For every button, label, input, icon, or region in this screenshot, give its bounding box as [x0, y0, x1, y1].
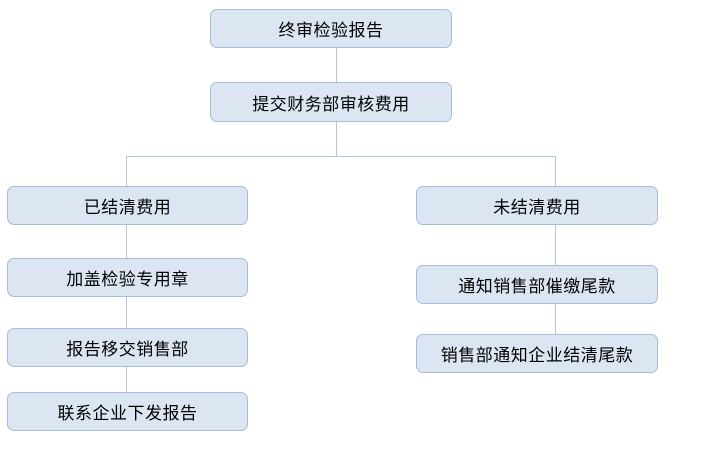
- connector-branch-to-unsettled: [555, 156, 556, 186]
- connector-report-to-submit: [336, 48, 337, 82]
- node-fees-settled[interactable]: 已结清费用: [7, 186, 248, 225]
- node-stamp-inspection-seal[interactable]: 加盖检验专用章: [7, 258, 248, 297]
- node-sales-notify-enterprise-settle[interactable]: 销售部通知企业结清尾款: [416, 334, 658, 373]
- node-submit-finance-fee-review[interactable]: 提交财务部审核费用: [210, 82, 452, 122]
- node-notify-sales-collect-balance[interactable]: 通知销售部催缴尾款: [416, 265, 658, 304]
- connector-submit-to-branch: [336, 122, 337, 156]
- connector-branch-to-settled: [126, 156, 127, 186]
- connector-notify-to-sales: [555, 304, 556, 334]
- node-fees-unsettled[interactable]: 未结清费用: [416, 186, 658, 225]
- node-contact-enterprise-issue-report[interactable]: 联系企业下发报告: [7, 392, 248, 431]
- connector-branch-horizontal: [126, 156, 556, 157]
- connector-stamp-to-handover: [126, 297, 127, 328]
- connector-settled-to-stamp: [126, 225, 127, 258]
- connector-handover-to-contact: [126, 367, 127, 392]
- connector-unsettled-to-notify: [555, 225, 556, 265]
- node-report-handover-sales[interactable]: 报告移交销售部: [7, 328, 248, 367]
- node-final-inspection-report[interactable]: 终审检验报告: [210, 9, 452, 48]
